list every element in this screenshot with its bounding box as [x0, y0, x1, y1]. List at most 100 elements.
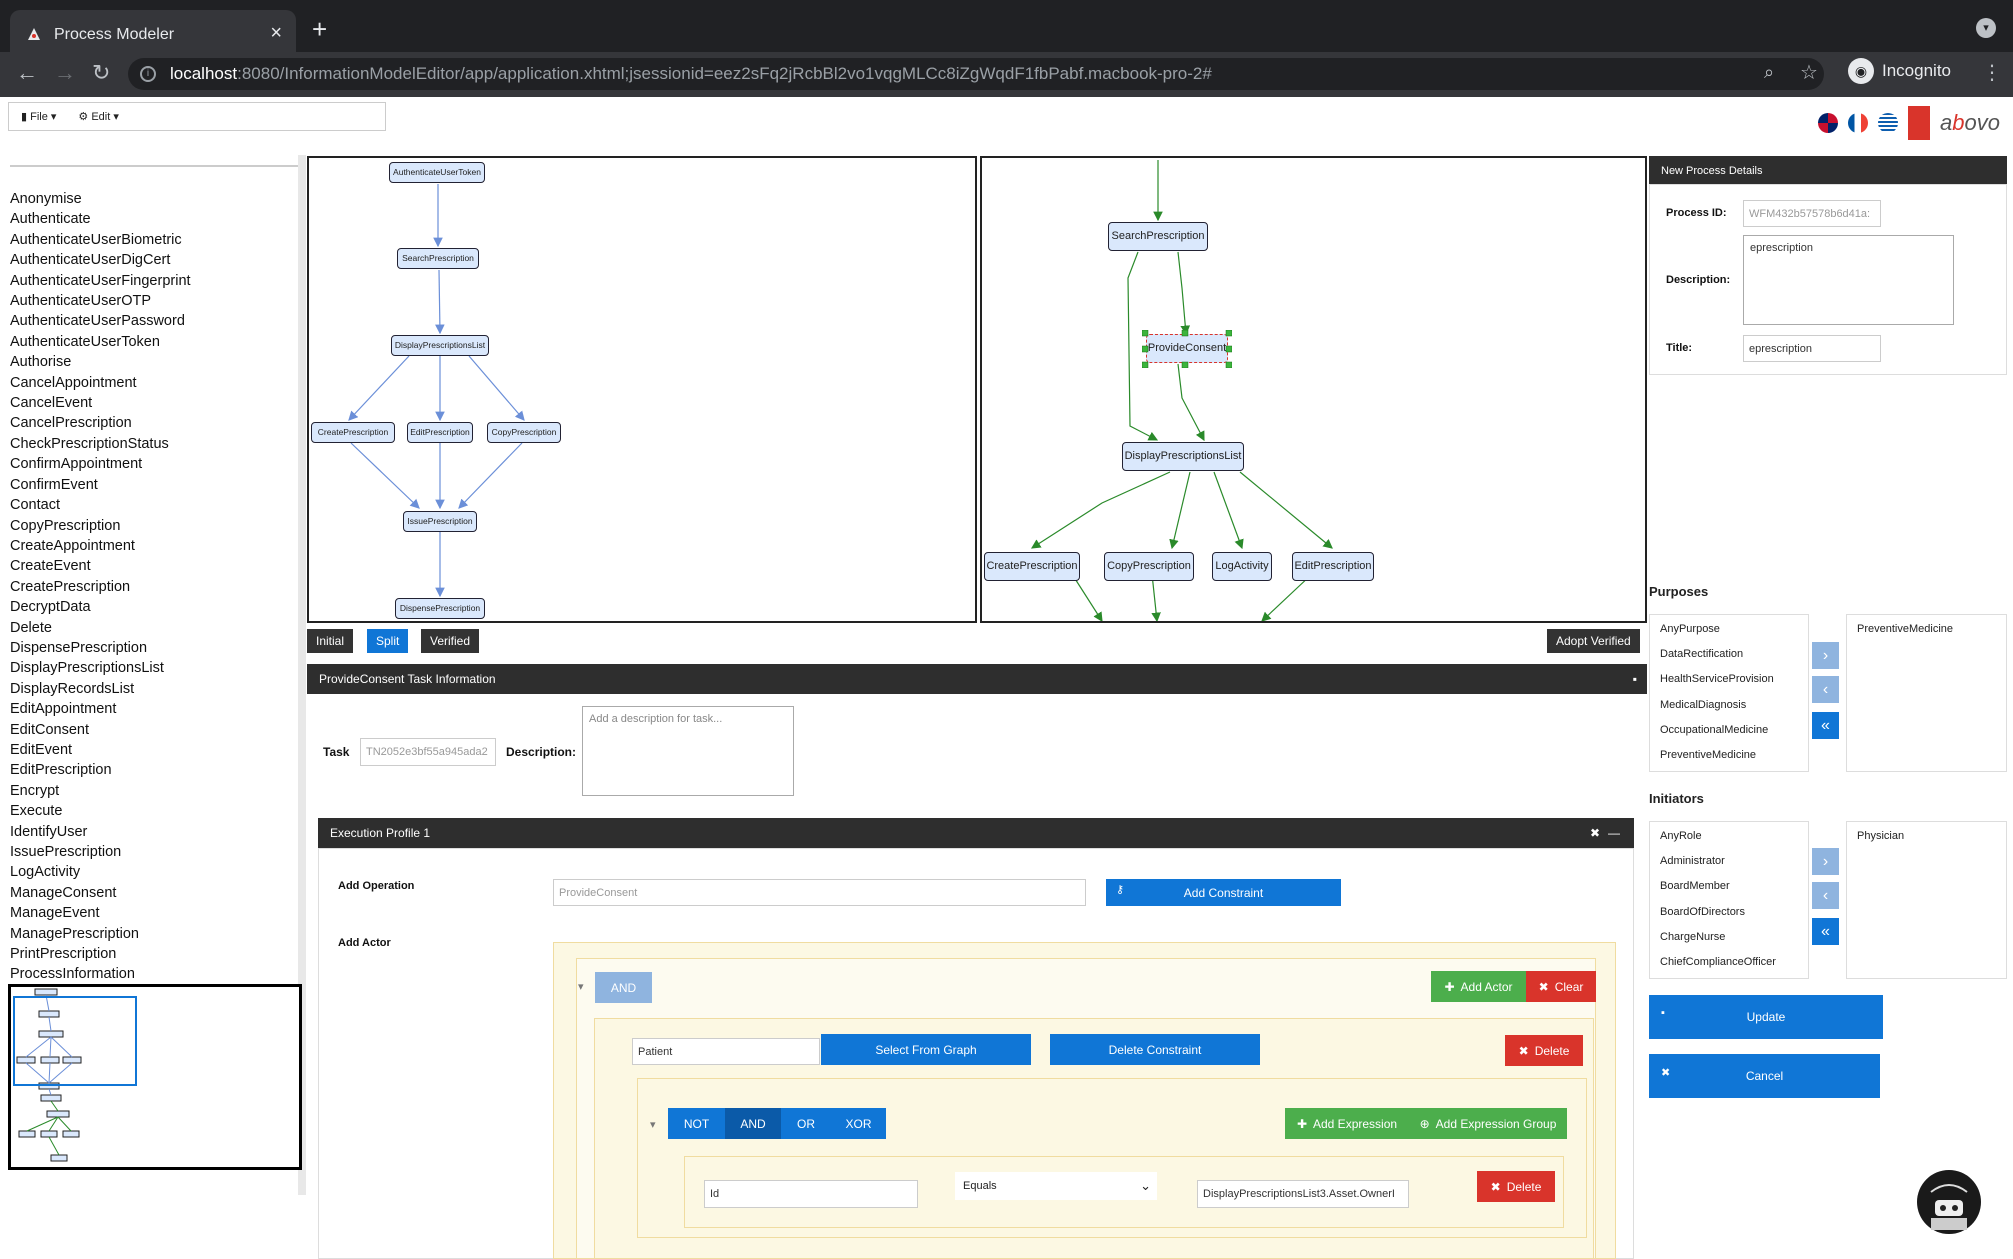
operation-item[interactable]: ManagePrescription [10, 925, 139, 942]
operation-item[interactable]: ManageEvent [10, 905, 100, 922]
adopt-verified-button[interactable]: Adopt Verified [1547, 629, 1640, 653]
initiator-item[interactable]: BoardOfDirectors [1660, 905, 1745, 918]
not-button[interactable]: NOT [668, 1108, 725, 1139]
uk-flag-icon[interactable] [1818, 113, 1838, 133]
operation-item[interactable]: CopyPrescription [10, 517, 121, 534]
operation-item[interactable]: Authenticate [10, 211, 91, 228]
operation-item[interactable]: EditPrescription [10, 762, 112, 779]
minimize-icon[interactable]: — [1608, 826, 1620, 840]
xor-button[interactable]: XOR [831, 1108, 886, 1139]
assistant-bot-icon[interactable] [1917, 1170, 1981, 1234]
operation-input[interactable]: ProvideConsent [553, 879, 1086, 906]
graph-node[interactable]: CopyPrescription [1104, 552, 1194, 581]
delete-constraint-button[interactable]: Delete Constraint [1050, 1034, 1260, 1065]
left-scrollbar[interactable] [298, 155, 306, 1195]
close-tab-icon[interactable]: × [270, 22, 282, 44]
initiators-selected-list[interactable]: Physician [1846, 821, 2007, 979]
operation-item[interactable]: AuthenticateUserPassword [10, 313, 185, 330]
task-description-input[interactable]: Add a description for task... [582, 706, 794, 796]
graph-node[interactable]: EditPrescription [1292, 552, 1374, 581]
update-button[interactable]: ▪ Update [1649, 995, 1883, 1039]
actor-input[interactable]: Patient [632, 1038, 820, 1065]
operation-item[interactable]: Contact [10, 497, 60, 514]
tab-search-icon[interactable]: ▾ [1976, 18, 1996, 38]
title-input[interactable]: eprescription [1743, 335, 1881, 362]
purpose-item[interactable]: AnyPurpose [1660, 623, 1720, 635]
operation-item[interactable]: CreatePrescription [10, 578, 131, 595]
purpose-item[interactable]: MedicalDiagnosis [1660, 698, 1747, 711]
initiator-selected-item[interactable]: Physician [1857, 830, 1905, 842]
graph-node[interactable]: DisplayPrescriptionsList [391, 335, 489, 356]
operation-item[interactable]: AuthenticateUserBiometric [10, 231, 182, 248]
move-right-icon[interactable]: › [1812, 848, 1839, 875]
expression-collapse-caret-icon[interactable]: ▾ [650, 1119, 656, 1131]
incognito-badge[interactable]: ◉ Incognito [1848, 58, 1951, 84]
select-from-graph-button[interactable]: Select From Graph [821, 1034, 1031, 1065]
operation-item[interactable]: IssuePrescription [10, 844, 122, 860]
process-description-input[interactable]: eprescription [1743, 235, 1954, 325]
bookmark-star-icon[interactable]: ☆ [1800, 62, 1818, 84]
graph-node[interactable]: CreatePrescription [311, 422, 395, 443]
operation-item[interactable]: CancelPrescription [10, 415, 132, 432]
operation-item[interactable]: AuthenticateUserFingerprint [10, 272, 191, 289]
operation-item[interactable]: Delete [10, 619, 52, 636]
tab-split[interactable]: Split [367, 629, 409, 653]
graph-node[interactable]: AuthenticateUserToken [389, 162, 485, 183]
graph-node[interactable]: SearchPrescription [1108, 222, 1208, 251]
task-id-field[interactable]: TN2052e3bf55a945ada2 [360, 738, 496, 766]
reload-icon[interactable]: ↻ [92, 60, 111, 85]
graph-node[interactable]: DispensePrescription [395, 598, 485, 619]
france-flag-icon[interactable] [1848, 113, 1868, 133]
operation-item[interactable]: IdentifyUser [10, 823, 88, 840]
initial-process-graph[interactable]: AuthenticateUserToken SearchPrescription… [307, 156, 977, 623]
operation-item[interactable]: ProcessInformation [10, 966, 135, 983]
operation-item[interactable]: AuthenticateUserOTP [10, 293, 152, 310]
operation-item[interactable]: Authorise [10, 354, 72, 371]
url-field[interactable]: i localhost:8080/InformationModelEditor/… [128, 58, 1824, 90]
selection-handles[interactable] [1142, 330, 1232, 368]
graph-node[interactable]: CopyPrescription [487, 422, 561, 443]
graph-node[interactable]: LogActivity [1212, 552, 1272, 581]
operation-item[interactable]: AuthenticateUserToken [10, 333, 160, 350]
initiator-item[interactable]: Administrator [1660, 855, 1725, 868]
purpose-item[interactable]: OccupationalMedicine [1660, 723, 1769, 736]
move-left-icon[interactable]: ‹ [1812, 882, 1839, 909]
operation-item[interactable]: ConfirmAppointment [10, 456, 143, 473]
or-button[interactable]: OR [781, 1108, 831, 1139]
clear-button[interactable]: ✖Clear [1526, 971, 1596, 1002]
initiator-item[interactable]: ChargeNurse [1660, 930, 1726, 943]
add-expression-group-button[interactable]: ⊕Add Expression Group [1409, 1108, 1567, 1139]
operation-item[interactable]: EditConsent [10, 721, 89, 738]
operation-item[interactable]: CancelEvent [10, 395, 93, 412]
initiator-item[interactable]: BoardMember [1660, 880, 1730, 893]
operation-item[interactable]: AuthenticateUserDigCert [10, 252, 171, 269]
delete-actor-button[interactable]: ✖Delete [1505, 1035, 1583, 1066]
purposes-selected-list[interactable]: PreventiveMedicine [1846, 614, 2007, 772]
add-expression-button[interactable]: ✚Add Expression [1285, 1108, 1409, 1139]
operation-item[interactable]: PrintPrescription [10, 946, 117, 963]
process-id-field[interactable]: WFM432b57578b6d41a: [1743, 200, 1881, 227]
tab-initial[interactable]: Initial [307, 629, 354, 653]
purpose-item[interactable]: DataRectification [1660, 648, 1744, 661]
graph-node[interactable]: IssuePrescription [403, 511, 477, 532]
file-menu[interactable]: ▮ File ▾ [21, 111, 57, 123]
expression-value-input[interactable]: DisplayPrescriptionsList3.Asset.OwnerI [1197, 1180, 1409, 1208]
operation-item[interactable]: CreateAppointment [10, 537, 135, 554]
operation-item[interactable]: DisplayRecordsList [10, 680, 135, 697]
operation-item[interactable]: LogActivity [10, 864, 81, 881]
browser-tab[interactable]: Process Modeler × [10, 10, 296, 60]
close-icon[interactable]: ✖ [1589, 826, 1600, 840]
operation-item[interactable]: CancelAppointment [10, 374, 137, 391]
purpose-selected-item[interactable]: PreventiveMedicine [1857, 623, 1953, 635]
edit-menu[interactable]: ⚙ Edit ▾ [78, 111, 119, 123]
initiator-item[interactable]: ChiefComplianceOfficer [1660, 956, 1776, 969]
delete-expression-button[interactable]: ✖Delete [1477, 1171, 1555, 1202]
purpose-item[interactable]: HealthServiceProvision [1660, 673, 1774, 686]
operation-item[interactable]: DecryptData [10, 599, 91, 616]
collapse-caret-icon[interactable]: ▾ [578, 981, 584, 993]
operation-item[interactable]: Anonymise [10, 191, 82, 207]
graph-minimap[interactable] [8, 984, 302, 1170]
browser-menu-icon[interactable]: ⋮ [1982, 62, 2002, 84]
